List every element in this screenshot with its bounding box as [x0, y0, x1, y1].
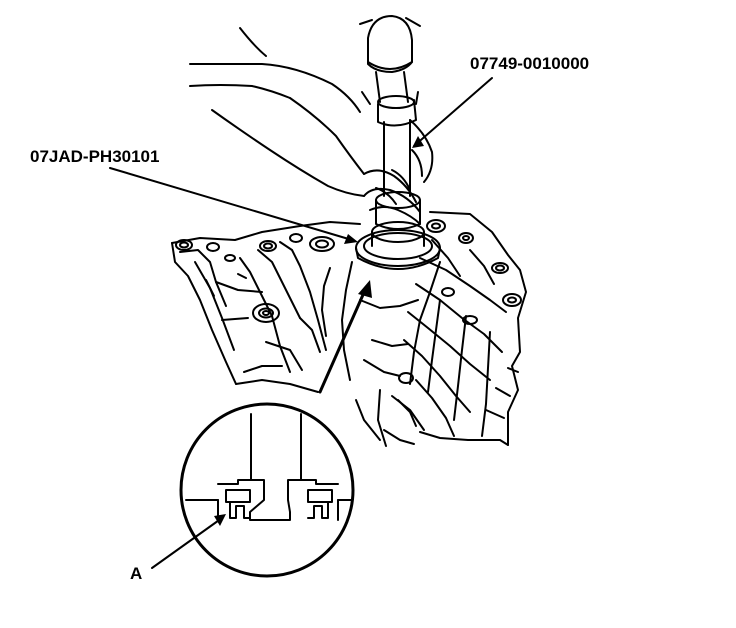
leader-line-tool-2: [109, 167, 353, 241]
tool-number-label-07jad: 07JAD-PH30101: [30, 147, 160, 166]
leader-line-detail: [318, 286, 368, 394]
detail-circle: [179, 402, 355, 578]
arrowhead-detail: [358, 280, 372, 298]
transmission-housing: [171, 211, 527, 447]
seal-driver-tool: [355, 95, 441, 270]
tool-number-label-07749: 07749-0010000: [470, 54, 590, 73]
leader-line-part-a: [151, 517, 223, 569]
arrowhead-tool-1: [412, 136, 424, 148]
part-label-a: A: [130, 564, 143, 583]
detail-magnifier: [179, 402, 355, 578]
arrowhead-tool-2: [344, 234, 358, 244]
leader-lines: [109, 77, 493, 569]
hammer: [359, 15, 421, 105]
hand-and-arm: [189, 27, 434, 225]
leader-line-tool-1: [413, 77, 493, 147]
arrowhead-part-a: [214, 514, 226, 526]
